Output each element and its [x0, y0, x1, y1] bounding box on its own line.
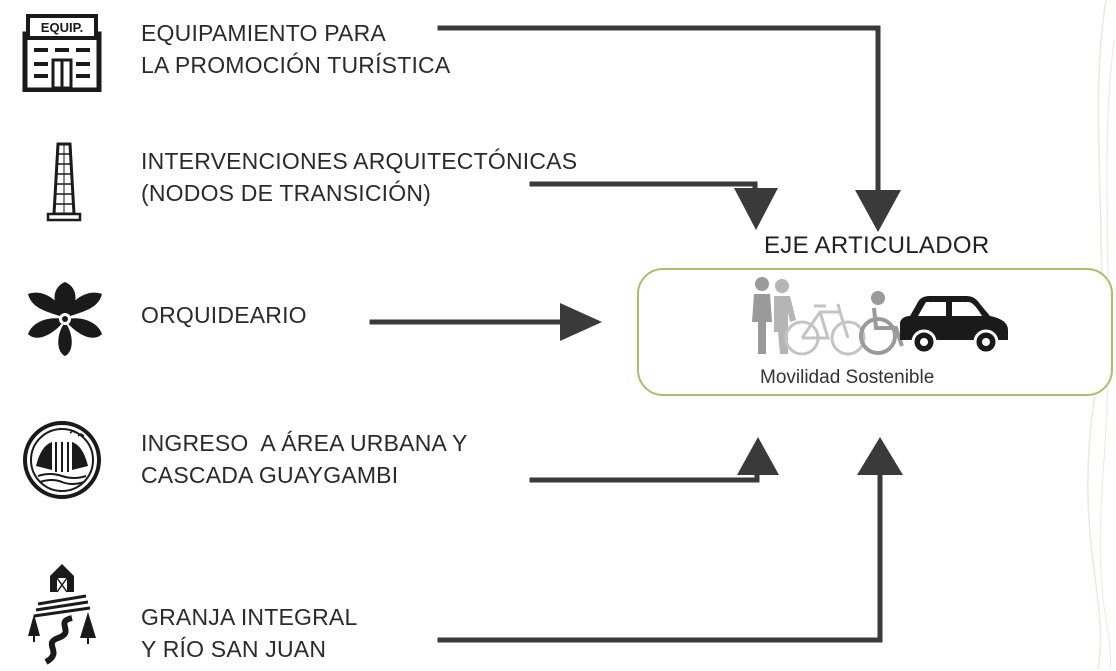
car-icon — [900, 296, 1008, 355]
bicycle-icon — [784, 303, 866, 356]
pedestrians-icon — [752, 277, 796, 354]
arrow-ingreso — [529, 459, 760, 483]
arrowhead-orquideario — [560, 303, 602, 341]
arrowhead-intervenciones — [734, 188, 778, 230]
label-equipamiento-line2: LA PROMOCIÓN TURÍSTICA — [141, 52, 451, 78]
label-orquideario: ORQUIDEARIO — [141, 299, 307, 331]
label-ingreso-line2: CASCADA GUAYGAMBI — [141, 462, 399, 488]
arrow-equipamiento — [437, 25, 881, 211]
orchid-icon — [26, 282, 104, 361]
eje-subtitle: Movilidad Sostenible — [760, 367, 935, 388]
mobility-icons — [752, 277, 1008, 356]
farm-icon — [24, 562, 100, 671]
building-icon-text: EQUIP. — [41, 20, 83, 35]
label-ingreso-line1: INGRESO A ÁREA URBANA Y — [141, 430, 468, 456]
label-equipamiento: EQUIPAMIENTO PARA LA PROMOCIÓN TURÍSTICA — [141, 17, 450, 81]
label-ingreso: INGRESO A ÁREA URBANA Y CASCADA GUAYGAMB… — [141, 427, 468, 491]
building-icon: EQUIP. — [22, 12, 102, 97]
label-intervenciones: INTERVENCIONES ARQUITECTÓNICAS (NODOS DE… — [141, 145, 577, 209]
arrowhead-ingreso — [737, 437, 779, 475]
label-granja: GRANJA INTEGRAL Y RÍO SAN JUAN — [141, 601, 357, 665]
label-equipamiento-line1: EQUIPAMIENTO PARA — [141, 20, 386, 46]
arrowhead-granja — [857, 437, 903, 475]
label-orquideario-line1: ORQUIDEARIO — [141, 302, 307, 328]
label-intervenciones-line1: INTERVENCIONES ARQUITECTÓNICAS — [141, 148, 578, 174]
arrowhead-equipamiento — [855, 190, 901, 232]
label-granja-line2: Y RÍO SAN JUAN — [141, 636, 327, 662]
wheelchair-icon — [859, 307, 904, 355]
tower-icon — [44, 140, 84, 229]
arrow-granja — [437, 467, 883, 643]
label-intervenciones-line2: (NODOS DE TRANSICIÓN) — [141, 180, 432, 206]
label-granja-line1: GRANJA INTEGRAL — [141, 604, 358, 630]
eje-title: EJE ARTICULADOR — [764, 232, 990, 259]
waterfall-icon — [22, 420, 102, 505]
eje-box — [637, 268, 1113, 396]
